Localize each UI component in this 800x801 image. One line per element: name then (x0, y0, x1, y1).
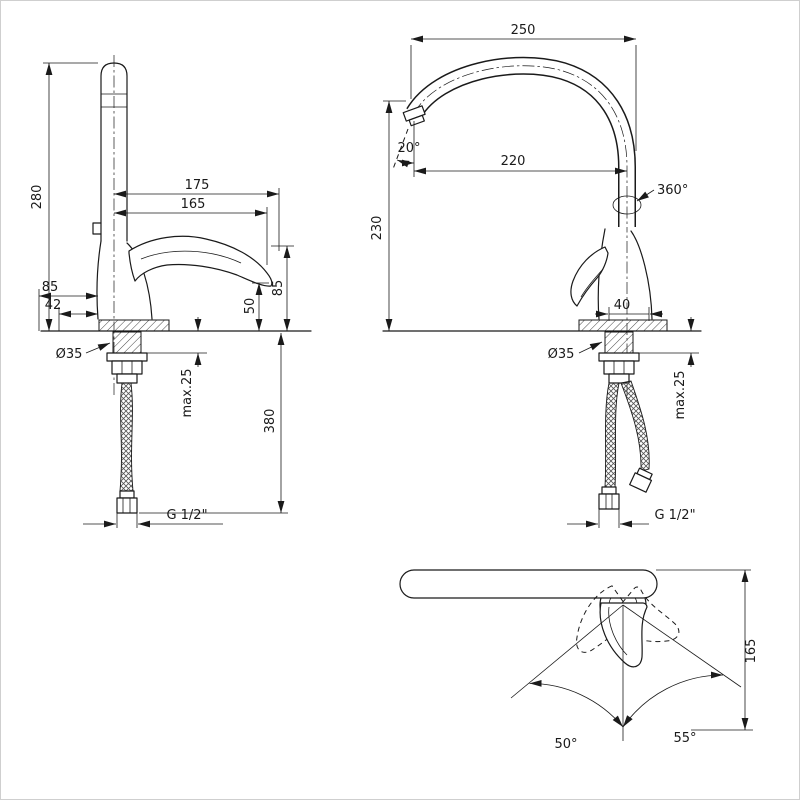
swivel-ellipse (612, 195, 642, 215)
dim-label-85-right: 85 (271, 280, 286, 297)
dim-label-50deg: 50° (554, 737, 577, 752)
hose-b (620, 380, 650, 472)
spout-tube-front (100, 62, 128, 242)
dim-label-max25-front: max.25 (180, 369, 195, 418)
side-view-dimensions (383, 35, 699, 528)
dim-label-380: 380 (263, 409, 278, 434)
dim-label-thread-front: G 1/2" (166, 508, 207, 523)
handle-top (599, 602, 648, 668)
dim-label-175: 175 (185, 178, 210, 193)
shank-front (112, 331, 142, 354)
outlet-aerator (402, 105, 426, 127)
outlet-tab (92, 222, 102, 235)
dim-label-220: 220 (501, 154, 526, 169)
side-view-labels: 250 20° 220 360° 230 40 Ø35 max.25 G 1/2… (370, 23, 696, 523)
front-view-labels: 280 175 165 85 42 85 50 Ø35 max.25 380 G… (30, 178, 286, 523)
dim-label-230: 230 (370, 216, 385, 241)
hose-a (604, 382, 620, 488)
handle-side (570, 246, 609, 307)
dim-label-max25-side: max.25 (673, 371, 688, 420)
dim-label-20deg: 20° (397, 141, 420, 156)
dim-label-42: 42 (45, 298, 62, 313)
dim-label-dia35-front: Ø35 (56, 347, 83, 362)
body-front (96, 240, 102, 320)
side-view (382, 56, 702, 510)
dim-label-165: 165 (181, 197, 206, 212)
handle-front (128, 235, 273, 287)
spout-top (399, 569, 658, 599)
dim-label-40: 40 (614, 298, 631, 313)
dim-label-55deg: 55° (673, 731, 696, 746)
deck-plate-front (98, 319, 170, 332)
dim-label-165-top: 165 (744, 639, 759, 664)
dim-label-dia35-side: Ø35 (548, 347, 575, 362)
hose-front (119, 382, 134, 492)
handle-top-left-swing (606, 586, 680, 643)
top-view-dimensions (656, 569, 753, 731)
hose-nut-a (598, 493, 620, 510)
dim-label-360deg: 360° (657, 183, 688, 198)
deck-plate-side (578, 319, 668, 332)
dim-label-280: 280 (30, 185, 45, 210)
hose-nut-b (629, 467, 653, 493)
front-view-dimensions (38, 62, 294, 528)
dim-label-50: 50 (243, 298, 258, 315)
shank-side (604, 331, 634, 354)
dim-label-250: 250 (511, 23, 536, 38)
dim-label-thread-side: G 1/2" (654, 508, 695, 523)
top-view-labels: 165 50° 55° (554, 639, 759, 752)
top-view (399, 569, 742, 741)
spout-centerline (413, 65, 628, 227)
hose-nut-front (116, 497, 138, 514)
dim-label-85-left: 85 (42, 280, 59, 295)
front-view (40, 55, 312, 514)
